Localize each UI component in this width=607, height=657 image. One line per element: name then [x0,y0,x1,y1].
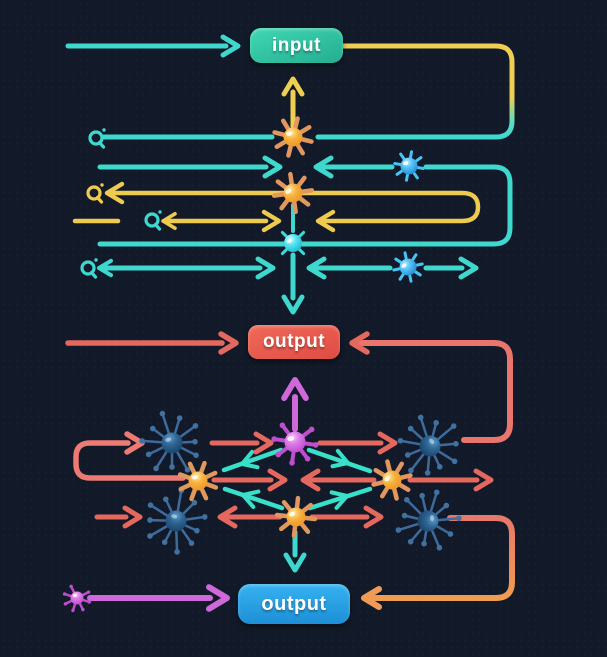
neuron-nodes [57,114,470,618]
curl-teal-2 [144,208,164,231]
output-right-feedback-loop [353,340,513,443]
input-right-feedback-loop [315,43,515,140]
top-section-connectors [65,43,515,301]
blue-sphere-neuron-2 [389,248,427,286]
left-recurrent-u-loop [73,440,186,481]
yellow-recurrent-loop [108,190,481,224]
cyan-sphere-neuron [280,230,306,256]
curl-teal-3 [80,256,100,279]
output-box-bottom-label: output [261,592,327,615]
bottom-section-connectors [65,340,515,601]
dendritic-neuron-lower-right [386,477,470,561]
output-box-top: output [248,325,340,359]
diamond-diagonals [221,447,373,511]
output-box-top-label: output [262,331,326,352]
row2-right-down-loop [97,164,513,247]
dendritic-neuron-upper-right [392,407,466,482]
excitatory-neuron-mid [272,172,315,215]
curl-yellow [86,181,106,204]
orange-to-output-loop [369,515,515,601]
curl-teal-1 [88,126,108,149]
input-box-label: input [272,34,321,56]
amber-neuron-center [275,496,317,538]
blue-sphere-neuron-1 [390,147,428,185]
input-box: input [250,28,343,63]
output-box-bottom: output [238,584,350,624]
